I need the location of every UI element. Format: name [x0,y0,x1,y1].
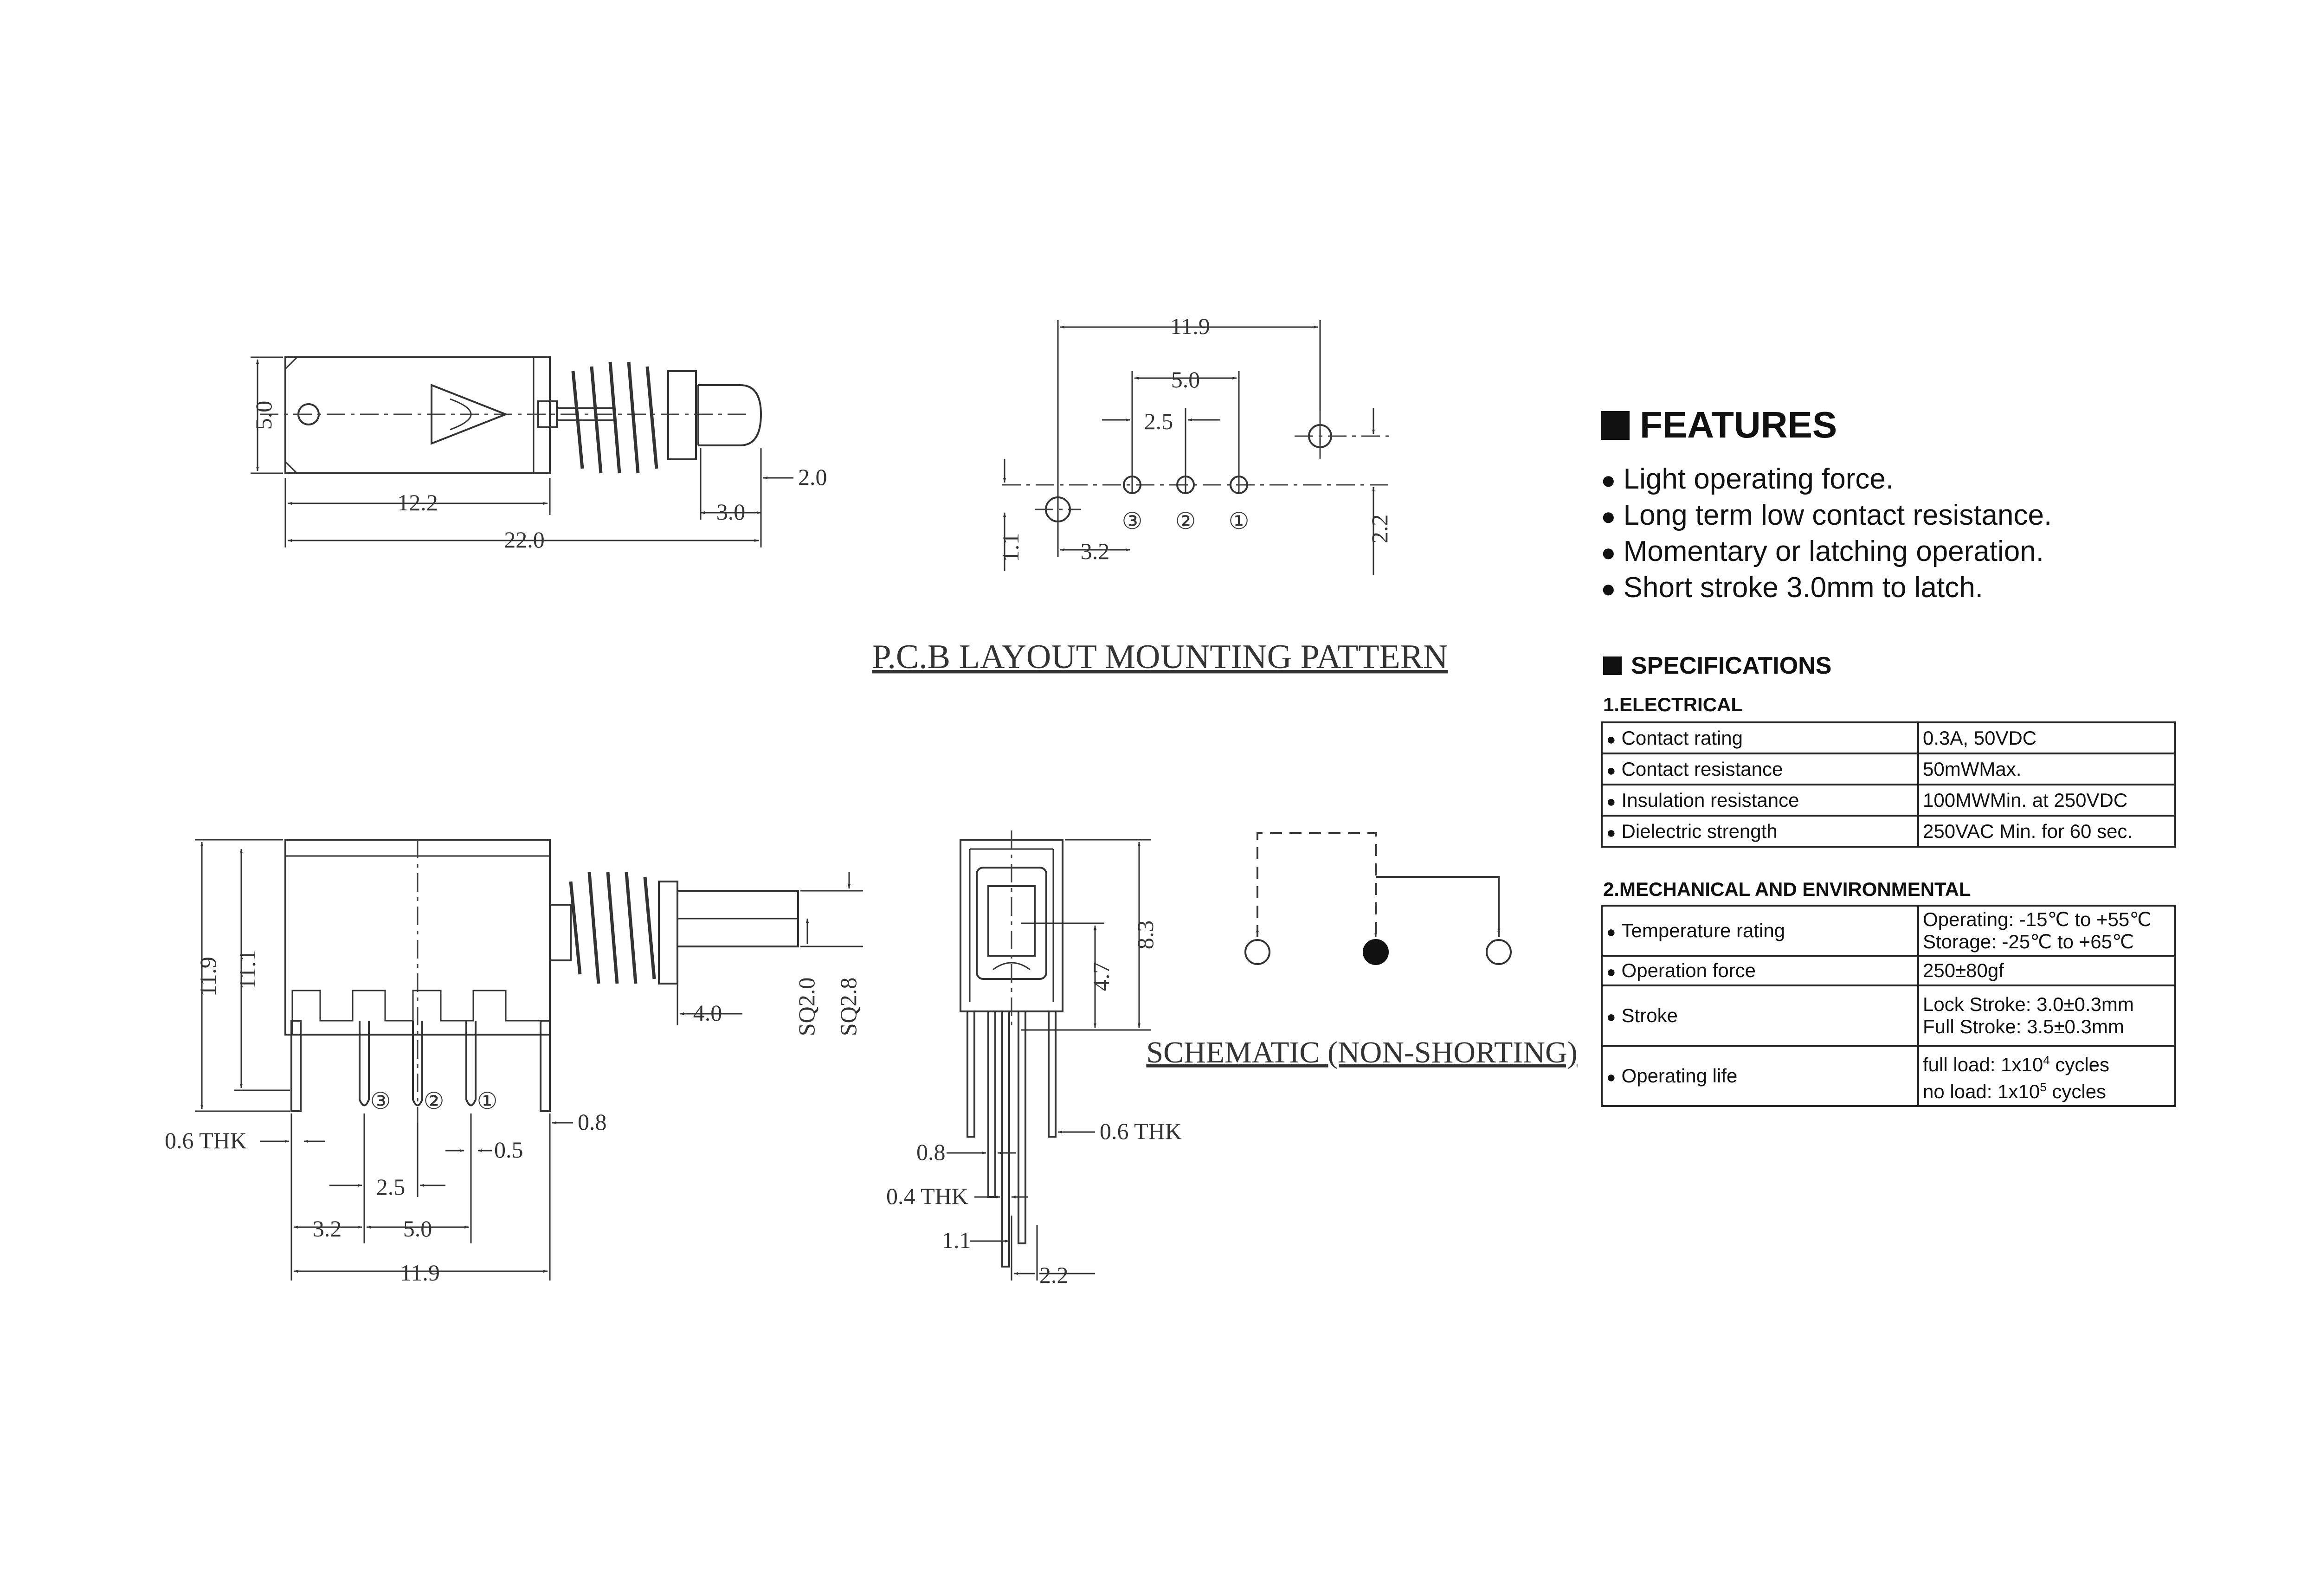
specifications-heading: SPECIFICATIONS [1603,652,1831,680]
front-pin-1: ① [477,1088,498,1114]
features-heading: FEATURES [1601,404,1837,446]
spec-line: 250±80gf [1923,959,2004,981]
list-item: Long term low contact resistance. [1601,498,2052,534]
features-list: Light operating force. Long term low con… [1601,462,2052,606]
table-row: Operating life full load: 1x104 cycles n… [1601,1045,2176,1107]
dim-front-pitch: 2.5 [376,1174,406,1200]
dim-end-w1: 0.8 [916,1139,946,1165]
dim-end-w4: 2.2 [1039,1262,1069,1288]
mechanical-heading: 2.MECHANICAL AND ENVIRONMENTAL [1603,878,1971,900]
spec-line: no load: 1x105 cycles [1923,1080,2107,1102]
dim-front-pin-w: 0.5 [494,1137,523,1163]
dim-front-sq1: SQ2.0 [793,978,819,1036]
dim-side-travel: 3.0 [716,499,746,525]
spec-value: 0.3A, 50VDC [1917,721,2176,754]
spec-label: Insulation resistance [1601,784,1919,817]
dim-pcb-pin-span: 5.0 [1171,367,1200,393]
spec-label: Dielectric strength [1601,815,1919,848]
spec-label: Temperature rating [1601,905,1919,957]
dim-front-height: 11.9 [195,957,221,997]
spec-value: full load: 1x104 cycles no load: 1x105 c… [1917,1045,2176,1107]
square-bullet-icon [1603,656,1622,676]
dim-pcb-offset-x: 3.2 [1081,538,1110,564]
dim-front-pin-end: 0.8 [578,1109,607,1135]
schematic-caption: SCHEMATIC (NON-SHORTING) [1146,1036,1577,1069]
dim-front-sq2: SQ2.8 [835,978,861,1036]
dim-front-width: 11.9 [400,1260,440,1286]
square-bullet-icon [1601,411,1630,440]
list-item: Short stroke 3.0mm to latch. [1601,570,2052,606]
pcb-pin-2: ② [1175,508,1196,534]
dim-pcb-pin-pitch: 2.5 [1144,408,1173,434]
spec-label: Contact resistance [1601,753,1919,785]
spec-value: 250VAC Min. for 60 sec. [1917,815,2176,848]
spec-label: Operation force [1601,955,1919,986]
spec-line: full load: 1x104 cycles [1923,1053,2110,1075]
dim-end-w3: 1.1 [942,1227,971,1253]
dim-side-height: 5.0 [251,401,277,430]
dim-end-w2: 0.4 THK [886,1183,968,1209]
dim-front-thk: 0.6 THK [165,1127,247,1153]
dim-end-thk: 0.6 THK [1100,1118,1182,1144]
dim-front-stroke: 4.0 [693,1000,722,1026]
dim-side-button: 2.0 [798,464,827,490]
dim-side-total-len: 22.0 [504,527,545,553]
dim-front-inner-h: 11.1 [234,950,260,990]
dim-front-span-mid: 5.0 [403,1216,432,1242]
dim-end-height: 8.3 [1132,920,1158,950]
dim-side-body-len: 12.2 [397,489,438,515]
dim-pcb-row-gap: 2.2 [1366,515,1392,544]
spec-label: Operating life [1601,1045,1919,1107]
mechanical-table: Temperature rating Operating: -15℃ to +5… [1601,905,2176,1107]
spec-value: 100MWMin. at 250VDC [1917,784,2176,817]
spec-line: Lock Stroke: 3.0±0.3mm [1923,993,2134,1015]
front-pin-3: ③ [370,1088,391,1114]
spec-line: Storage: -25℃ to +65℃ [1923,931,2134,952]
pcb-layout: 11.9 5.0 2.5 ③ ② ① 2.2 1.1 3.2 P.C.B LAY… [872,313,1448,676]
spec-label: Contact rating [1601,721,1919,754]
spec-line: Full Stroke: 3.5±0.3mm [1923,1016,2124,1037]
table-row: Operation force 250±80gf [1601,955,2176,986]
pcb-pin-1: ① [1229,508,1250,534]
spec-line: Operating: -15℃ to +55℃ [1923,908,2152,930]
end-view: 4.7 8.3 0.6 THK 0.8 0.4 THK 1.1 2.2 [886,830,1182,1288]
electrical-heading: 1.ELECTRICAL [1603,694,1743,715]
side-view: 5.0 12.2 22.0 3.0 2.0 [251,356,827,553]
spec-value: 50mWMax. [1917,753,2176,785]
dim-end-inner: 4.7 [1088,962,1114,991]
spec-value: 250±80gf [1917,955,2176,986]
dim-pcb-width: 11.9 [1170,313,1210,339]
front-pin-2: ② [424,1088,445,1114]
pcb-pin-3: ③ [1122,508,1143,534]
front-view: ③ ② ① 11.9 11.1 0.6 THK 2.5 3.2 5.0 11.9 [165,839,863,1286]
specifications-title: SPECIFICATIONS [1631,652,1832,679]
list-item: Light operating force. [1601,462,2052,498]
pcb-caption: P.C.B LAYOUT MOUNTING PATTERN [872,638,1448,676]
spec-label: Stroke [1601,985,1919,1047]
dim-front-span-left: 3.2 [313,1216,342,1242]
list-item: Momentary or latching operation. [1601,534,2052,570]
schematic: SCHEMATIC (NON-SHORTING) [1146,832,1578,1069]
table-row: Temperature rating Operating: -15℃ to +5… [1601,905,2176,957]
dim-pcb-offset-y: 1.1 [998,533,1024,562]
features-title: FEATURES [1640,404,1837,445]
